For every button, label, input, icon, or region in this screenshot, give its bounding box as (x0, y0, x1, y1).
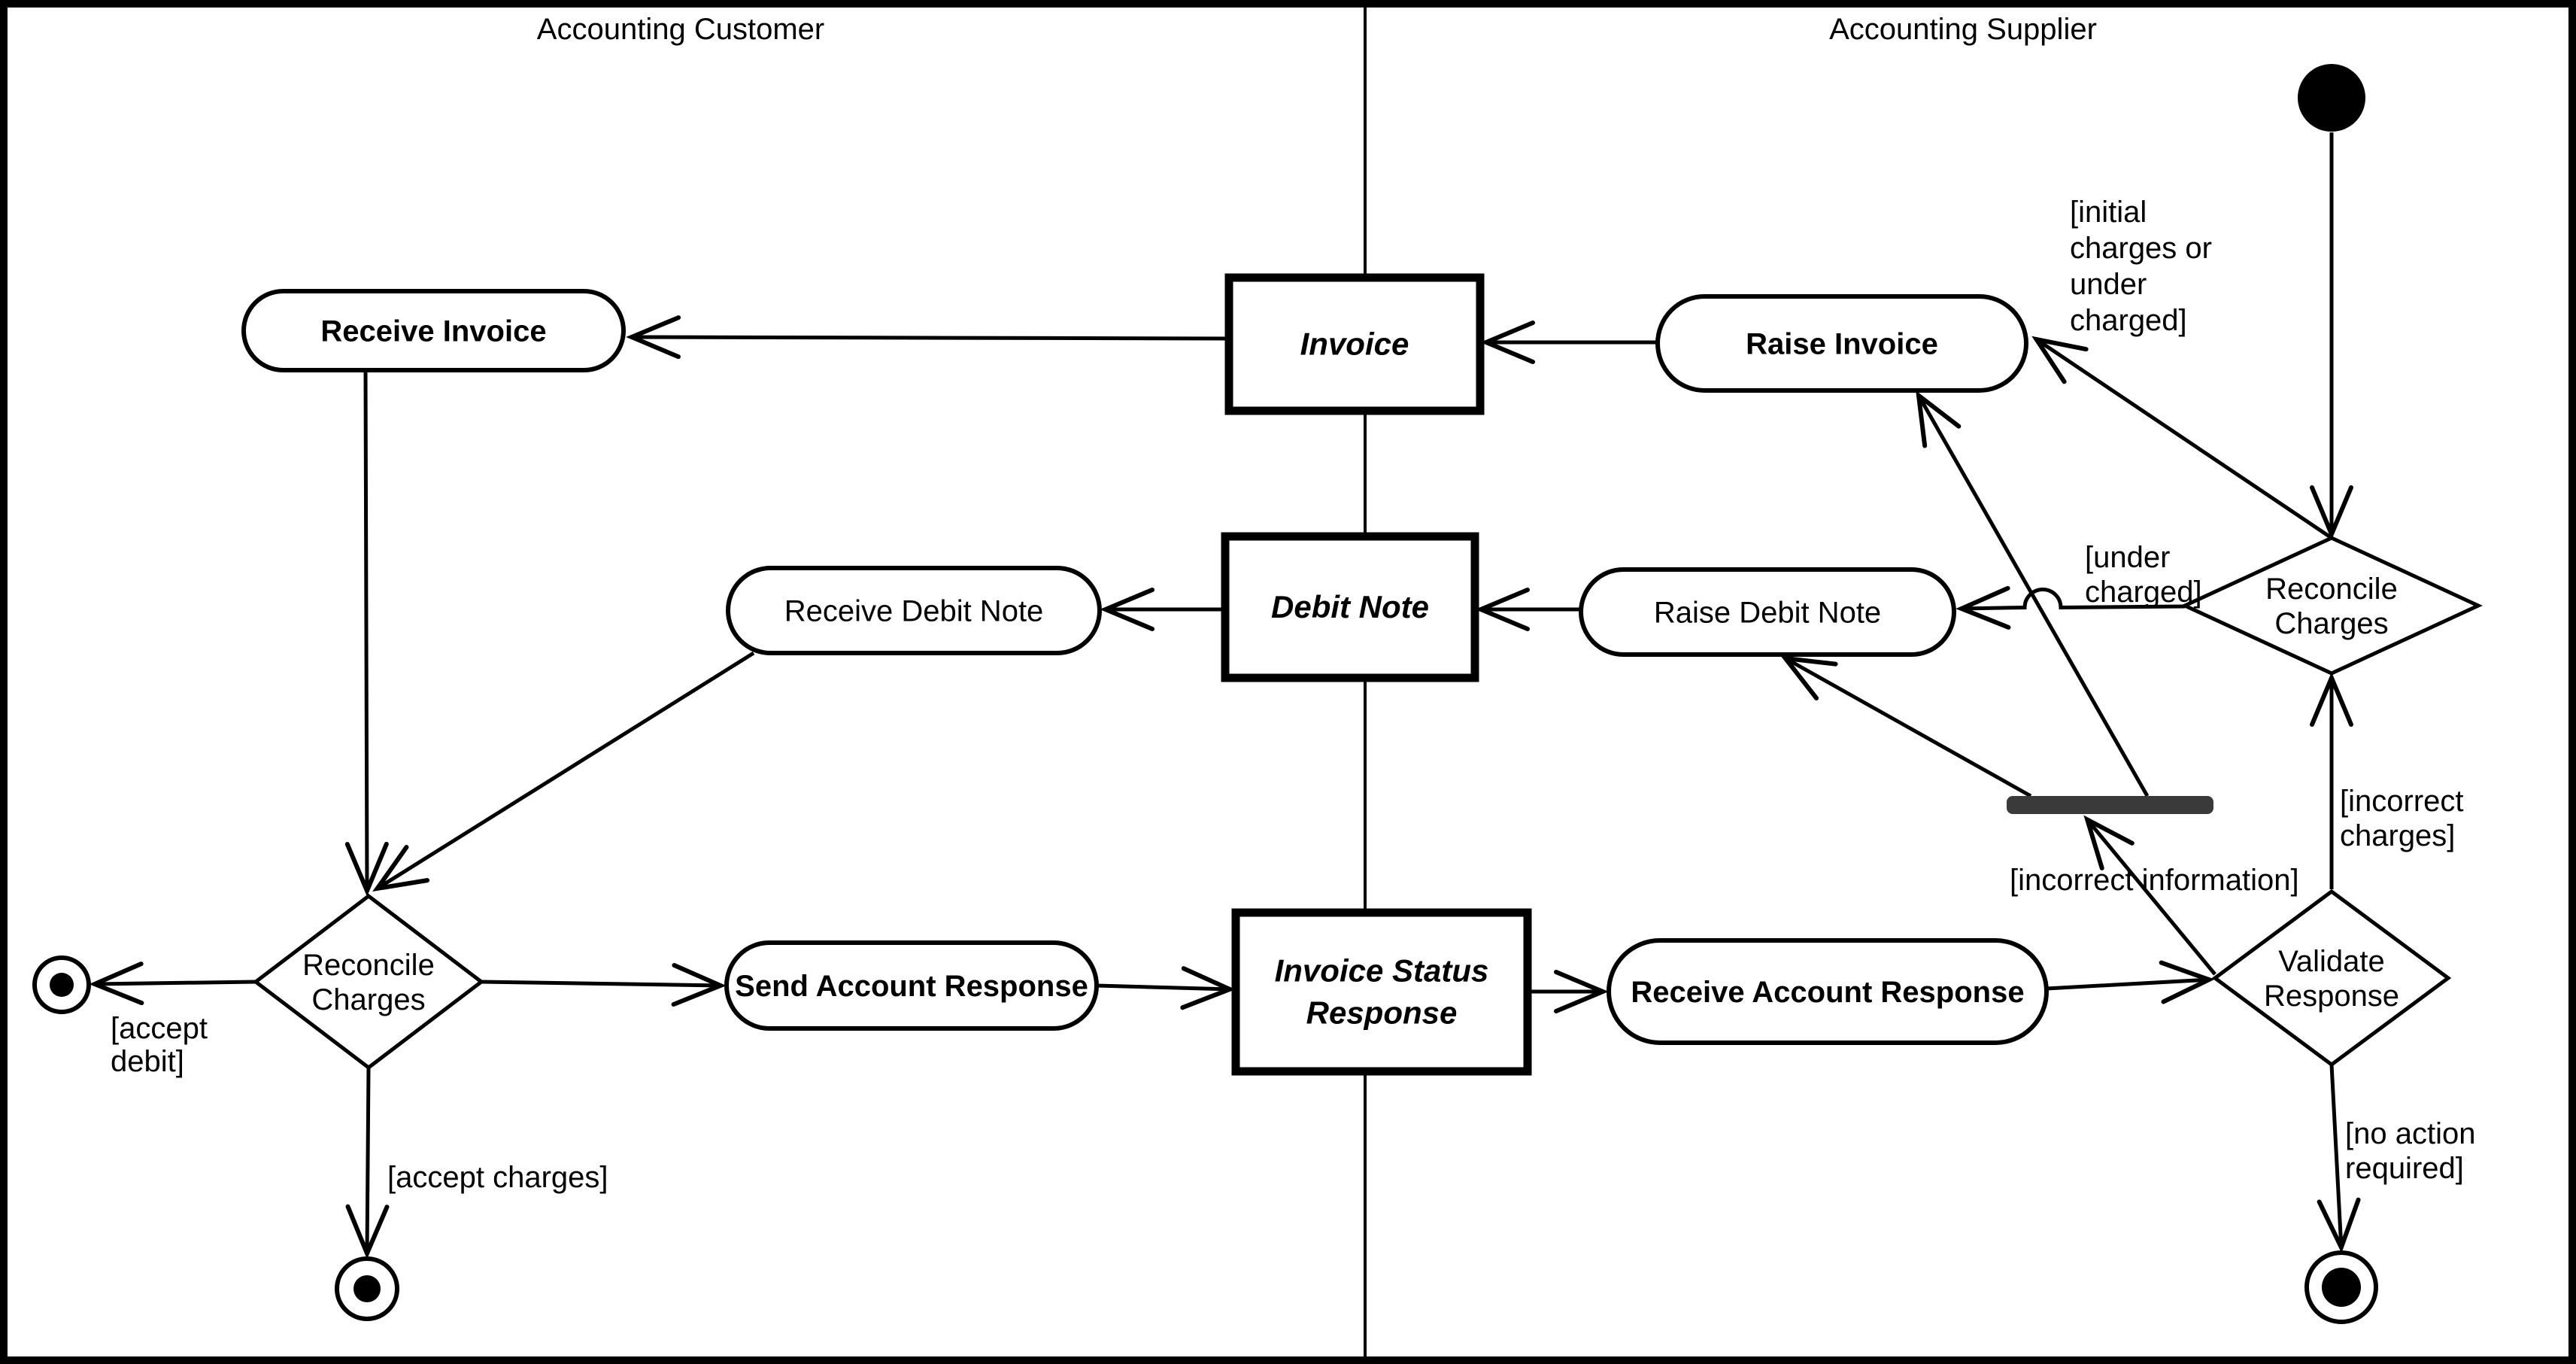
activity-receive-account-response-label-line: Receive Account Response (1631, 976, 2024, 1009)
edge-sync-bar-to-raise-invoice (1916, 390, 2150, 797)
guard-under-charged-line: charged] (2085, 576, 2202, 609)
lane-supplier-title: Accounting Supplier (1829, 13, 2097, 46)
guard-incorrect-information: [incorrect information] (2010, 864, 2299, 897)
object-debit-note-label-line: Debit Note (1271, 589, 1429, 624)
activity-receive-debit-note (726, 566, 1102, 655)
activity-receive-debit-note-label: Receive Debit Note (784, 595, 1044, 628)
final-node-bottom-left-inner-dot (353, 1275, 381, 1302)
edge-reconcile-customer-to-send-account-response (481, 963, 727, 1007)
guard-accept-charges-line: [accept charges] (387, 1161, 608, 1194)
guard-initial-charges-line: charged] (2070, 304, 2187, 337)
edge-sync-bar-to-raise-debit-note (1780, 655, 2032, 798)
object-invoice-label: Invoice (1300, 327, 1409, 362)
edge-reconcile-customer-to-final-bottom (345, 1067, 390, 1259)
decision-validate-response-label-line: Response (2264, 980, 2399, 1013)
edge-receive-invoice-to-reconcile-customer (344, 369, 389, 897)
activity-receive-invoice-label: Receive Invoice (320, 315, 546, 348)
activity-raise-invoice (1655, 294, 2028, 393)
object-invoice (1224, 273, 1485, 415)
guard-accept-debit-line: [accept (111, 1012, 208, 1045)
activity-receive-account-response-label: Receive Account Response (1631, 976, 2024, 1009)
edge-validate-to-sync-bar (2083, 815, 2216, 976)
activity-send-account-response-label-line: Send Account Response (735, 970, 1088, 1003)
edge-reconcile-supplier-to-raise-invoice (2031, 336, 2333, 540)
object-debit-note-label: Debit Note (1271, 589, 1429, 624)
edge-receive-account-response-to-validate (2046, 960, 2215, 1004)
decision-reconcile-charges-customer-label-line: Reconcile (302, 949, 435, 982)
decision-validate-response (2211, 889, 2452, 1068)
guard-incorrect-charges-line: charges] (2340, 819, 2455, 852)
final-node-bottom-right-inner-dot (2322, 1268, 2361, 1307)
edge-receive-debit-note-to-reconcile-customer (372, 651, 755, 892)
decision-validate-response-label-line: Validate (2278, 945, 2385, 978)
guard-under-charged-line: [under (2085, 541, 2170, 574)
guard-initial-charges-line: [initial (2070, 196, 2147, 229)
decision-reconcile-charges-supplier-label-line: Charges (2274, 607, 2388, 640)
activity-send-account-response (724, 940, 1099, 1031)
activity-receive-invoice-label-line: Receive Invoice (320, 315, 546, 348)
activity-raise-invoice-label-line: Raise Invoice (1746, 328, 1938, 361)
activity-receive-debit-note-label-line: Receive Debit Note (784, 595, 1044, 628)
edge-invoice-to-receive-invoice (626, 315, 1230, 360)
final-node-left-inner-dot (50, 973, 74, 997)
diagram-nodes-layer: Receive Invoice Invoice Raise InvoiceRecon… (32, 64, 2483, 1324)
edge-send-account-response-to-invoice-status (1096, 966, 1236, 1010)
start-node (2298, 64, 2365, 132)
object-debit-note (1221, 532, 1479, 682)
activity-raise-debit-note (1579, 567, 1956, 657)
object-invoice-label-line: Invoice (1300, 327, 1409, 362)
decision-reconcile-charges-supplier-label-line: Reconcile (2265, 573, 2398, 606)
activity-raise-debit-note-label: Raise Debit Note (1654, 597, 1881, 630)
object-invoice-status-response-label-line: Response (1306, 995, 1458, 1031)
guard-incorrect-charges-line: [incorrect (2340, 785, 2464, 818)
guard-no-action-required-line: required] (2345, 1152, 2464, 1185)
object-invoice-status-response (1231, 908, 1532, 1076)
guard-initial-charges-line: charges or (2070, 232, 2212, 265)
activity-send-account-response-label: Send Account Response (735, 970, 1088, 1003)
activity-raise-debit-note-label-line: Raise Debit Note (1654, 597, 1881, 630)
object-invoice-status-response-label-line: Invoice Status (1275, 953, 1489, 989)
guard-no-action-required-line: [no action (2345, 1117, 2475, 1150)
decision-reconcile-charges-customer (252, 893, 485, 1071)
activity-receive-account-response (1607, 938, 2049, 1045)
decision-reconcile-charges-supplier (2180, 536, 2483, 676)
edge-reconcile-supplier-to-raise-debit-note (1956, 585, 2186, 630)
activity-raise-invoice-label: Raise Invoice (1746, 328, 1938, 361)
guard-accept-debit-line: debit] (111, 1045, 184, 1078)
decision-reconcile-charges-customer-label-line: Charges (311, 983, 425, 1016)
guard-initial-charges-line: under (2070, 268, 2147, 301)
lane-customer-title: Accounting Customer (537, 13, 824, 46)
edge-reconcile-customer-to-final-left (89, 961, 256, 1006)
sync-bar (2007, 796, 2213, 814)
guard-incorrect-information-line: [incorrect information] (2010, 864, 2299, 897)
diagram-edges-layer (89, 132, 2361, 1259)
activity-receive-invoice (241, 289, 626, 372)
edge-validate-to-final-bottom-right (2317, 1064, 2361, 1253)
guard-accept-charges: [accept charges] (387, 1161, 608, 1194)
